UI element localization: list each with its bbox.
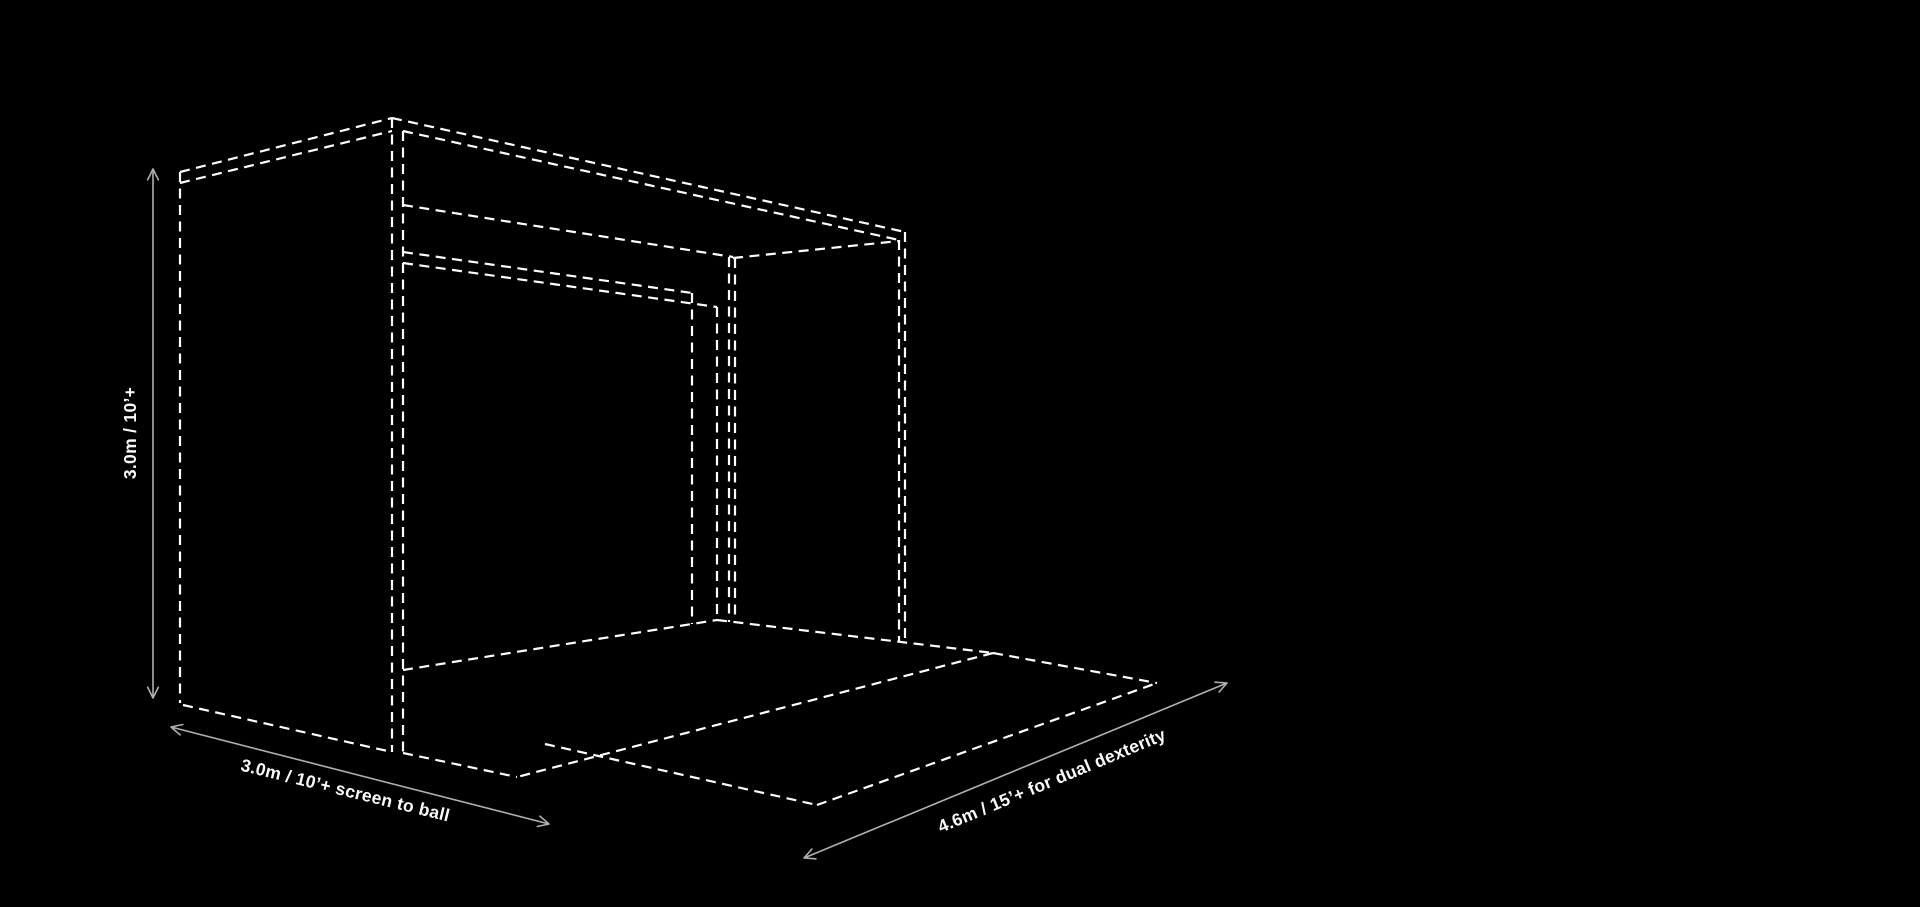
width-dual-dexterity-arrowhead-icon [1214,681,1228,693]
wireframe-segment [716,618,994,655]
wireframe-segment [402,751,518,779]
wireframe-segment [182,703,393,754]
height-dimension-label: 3.0m / 10’+ [120,387,140,479]
depth-screen-to-ball-arrowhead-icon [170,723,184,736]
height-arrowhead-icon [146,686,160,699]
width-dimension-label: 4.6m / 15’+ for dual dexterity [935,724,1169,836]
depth-screen-to-ball-arrowhead-icon [536,815,550,828]
wireframe-segment [732,239,900,260]
wireframe-segment [544,742,818,807]
wireframe-segment [402,129,900,242]
wireframe-segment [402,618,718,672]
height-arrowhead-icon [146,168,160,181]
depth-screen-to-ball-dimension-line [170,726,550,825]
wireframe-segment [992,651,1158,685]
dimension-labels: 3.0m / 10’+ 3.0m / 10’+ screen to ball 4… [120,387,1169,837]
dimension-arrows [146,168,1228,860]
wireframe-segment [402,203,734,259]
wireframe-segment [179,116,393,174]
enclosure-wireframe [178,116,1158,807]
wireframe-segment [402,261,718,309]
wireframe-segment [816,681,1158,807]
wireframe-segment [391,116,906,234]
wireframe-segment [402,250,693,295]
width-dual-dexterity-arrowhead-icon [803,848,817,860]
wireframe-segment [516,651,994,779]
wireframe-segment [179,129,393,185]
width-dual-dexterity-dimension-line [803,682,1228,859]
